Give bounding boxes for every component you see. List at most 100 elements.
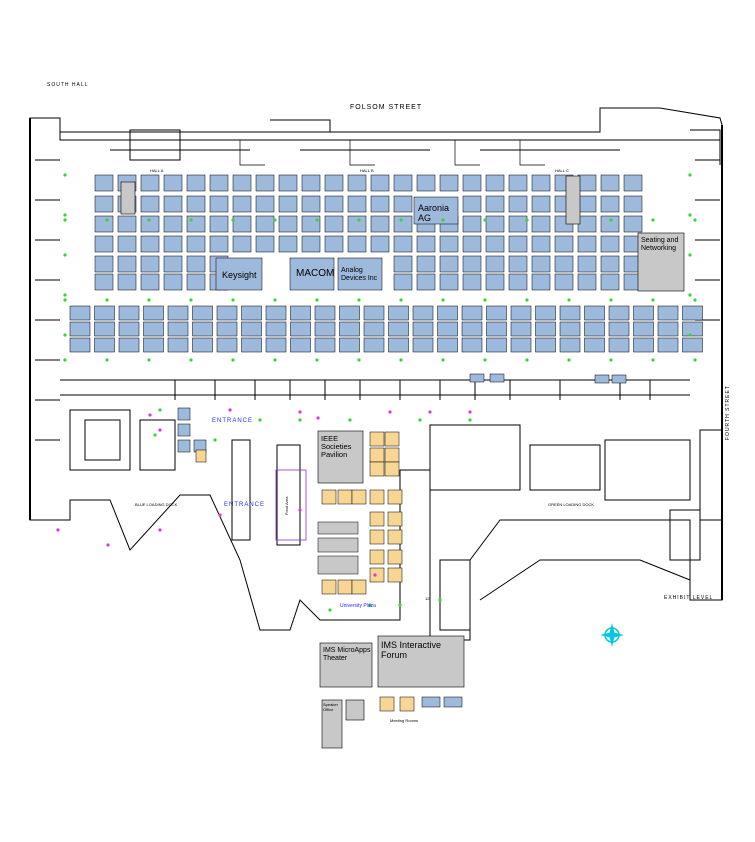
booth-157[interactable] bbox=[290, 337, 311, 353]
booth-3[interactable] bbox=[163, 174, 183, 192]
booth-175[interactable] bbox=[437, 337, 458, 353]
booth-156[interactable] bbox=[290, 321, 311, 337]
booth-132[interactable] bbox=[94, 321, 115, 337]
booth-36[interactable] bbox=[370, 195, 390, 213]
booth-96[interactable] bbox=[140, 255, 160, 273]
booth-190[interactable] bbox=[559, 337, 581, 353]
booth-orange-6[interactable] bbox=[321, 489, 337, 505]
booth-43[interactable] bbox=[577, 195, 597, 213]
booth-right-2[interactable] bbox=[469, 373, 485, 383]
booth-44[interactable] bbox=[600, 195, 620, 213]
booth-142[interactable] bbox=[167, 337, 189, 353]
booth-83[interactable] bbox=[393, 235, 413, 253]
booth-10[interactable] bbox=[324, 174, 344, 192]
booth-126[interactable] bbox=[600, 273, 620, 291]
booth-macom-label[interactable]: MACOM bbox=[296, 268, 335, 279]
booth-140[interactable] bbox=[167, 305, 189, 321]
booth-173[interactable] bbox=[437, 305, 458, 321]
booth-103[interactable] bbox=[462, 255, 482, 273]
booth-193[interactable] bbox=[584, 337, 605, 353]
booth-70[interactable] bbox=[94, 235, 114, 253]
booth-79[interactable] bbox=[301, 235, 321, 253]
booth-17[interactable] bbox=[485, 174, 505, 192]
booth-orange-13[interactable] bbox=[369, 567, 385, 583]
booth-134[interactable] bbox=[118, 305, 140, 321]
booth-orange-15[interactable] bbox=[387, 511, 403, 527]
booth-right-0[interactable] bbox=[594, 374, 610, 384]
booth-170[interactable] bbox=[412, 305, 434, 321]
booth-201[interactable] bbox=[657, 321, 679, 337]
booth-7[interactable] bbox=[255, 174, 275, 192]
booth-69[interactable] bbox=[623, 215, 643, 233]
booth-117[interactable] bbox=[393, 273, 413, 291]
booth-192[interactable] bbox=[584, 321, 605, 337]
booth-orange-14[interactable] bbox=[387, 489, 403, 505]
booth-186[interactable] bbox=[535, 321, 556, 337]
booth-75[interactable] bbox=[209, 235, 229, 253]
booth-16[interactable] bbox=[462, 174, 482, 192]
booth-167[interactable] bbox=[388, 305, 409, 321]
booth-112[interactable] bbox=[117, 273, 137, 291]
booth-11[interactable] bbox=[347, 174, 367, 192]
booth-163[interactable] bbox=[339, 337, 360, 353]
booth-107[interactable] bbox=[554, 255, 574, 273]
booth-orange-9[interactable] bbox=[369, 489, 385, 505]
booth-185[interactable] bbox=[535, 305, 556, 321]
booth-26[interactable] bbox=[140, 195, 160, 213]
booth-145[interactable] bbox=[192, 337, 213, 353]
booth-143[interactable] bbox=[192, 305, 213, 321]
booth-aaronia[interactable] bbox=[413, 196, 459, 225]
booth-129[interactable] bbox=[69, 321, 91, 337]
booth-90[interactable] bbox=[554, 235, 574, 253]
booth-23[interactable] bbox=[623, 174, 643, 192]
booth-114[interactable] bbox=[163, 273, 183, 291]
booth-58[interactable] bbox=[370, 215, 390, 233]
booth-74[interactable] bbox=[186, 235, 206, 253]
booth-88[interactable] bbox=[508, 235, 528, 253]
entrance-label-1[interactable]: ENTRANCE bbox=[212, 418, 254, 424]
booth-57[interactable] bbox=[347, 215, 367, 233]
booth-orange-4[interactable] bbox=[369, 461, 385, 477]
booth-orange-18[interactable] bbox=[387, 567, 403, 583]
booth-orange-16[interactable] bbox=[387, 529, 403, 545]
booth-196[interactable] bbox=[608, 337, 630, 353]
meeting-room-blue-0[interactable] bbox=[421, 696, 441, 708]
booth-161[interactable] bbox=[339, 305, 360, 321]
booth-orange-23[interactable] bbox=[399, 696, 415, 712]
booth-95[interactable] bbox=[117, 255, 137, 273]
booth-174[interactable] bbox=[437, 321, 458, 337]
booth-orange-17[interactable] bbox=[387, 549, 403, 565]
booth-27[interactable] bbox=[163, 195, 183, 213]
booth-orange-5[interactable] bbox=[384, 461, 400, 477]
booth-101[interactable] bbox=[416, 255, 436, 273]
booth-50[interactable] bbox=[186, 215, 206, 233]
booth-195[interactable] bbox=[608, 321, 630, 337]
booth-56[interactable] bbox=[324, 215, 344, 233]
booth-64[interactable] bbox=[508, 215, 528, 233]
booth-analog-devices-label[interactable]: Analog Devices Inc bbox=[341, 267, 378, 282]
booth-53[interactable] bbox=[255, 215, 275, 233]
booth-72[interactable] bbox=[140, 235, 160, 253]
booth-33[interactable] bbox=[301, 195, 321, 213]
booth-152[interactable] bbox=[265, 305, 287, 321]
booth-106[interactable] bbox=[531, 255, 551, 273]
booth-171[interactable] bbox=[412, 321, 434, 337]
booth-19[interactable] bbox=[531, 174, 551, 192]
booth-131[interactable] bbox=[94, 305, 115, 321]
booth-63[interactable] bbox=[485, 215, 505, 233]
booth-35[interactable] bbox=[347, 195, 367, 213]
booth-177[interactable] bbox=[461, 321, 483, 337]
booth-176[interactable] bbox=[461, 305, 483, 321]
booth-141[interactable] bbox=[167, 321, 189, 337]
booth-120[interactable] bbox=[462, 273, 482, 291]
booth-macom[interactable] bbox=[289, 257, 335, 291]
booth-orange-3[interactable] bbox=[384, 447, 400, 463]
booth-147[interactable] bbox=[216, 321, 238, 337]
booth-191[interactable] bbox=[584, 305, 605, 321]
booth-130[interactable] bbox=[69, 337, 91, 353]
booth-0[interactable] bbox=[94, 174, 114, 192]
booth-125[interactable] bbox=[577, 273, 597, 291]
booth-137[interactable] bbox=[143, 305, 164, 321]
booth-86[interactable] bbox=[462, 235, 482, 253]
booth-orange-left[interactable] bbox=[195, 449, 207, 463]
